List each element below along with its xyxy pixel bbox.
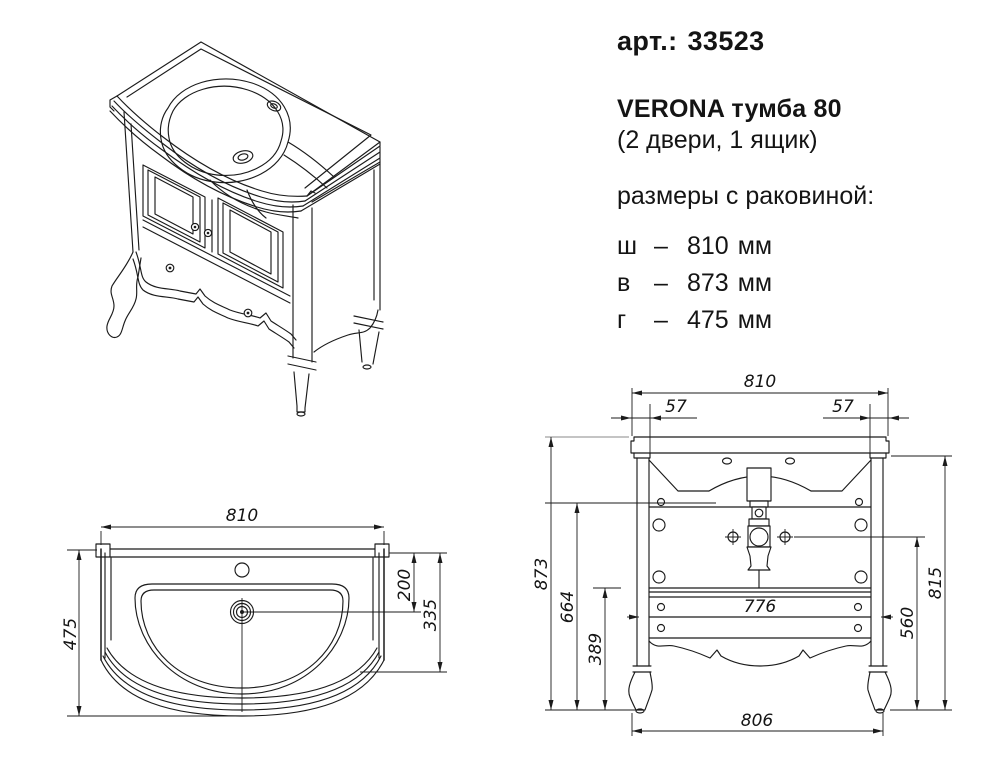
article-line: арт.: 33523 bbox=[617, 26, 987, 57]
back-right-leg bbox=[353, 315, 384, 370]
countertop bbox=[109, 41, 381, 213]
corner-ear-left bbox=[95, 543, 111, 558]
plan-view: 810 475 200 335 bbox=[61, 506, 447, 717]
sizes-heading: размеры с раковиной: bbox=[617, 182, 875, 210]
drawer-apron bbox=[132, 251, 297, 349]
corner-ear-right bbox=[374, 543, 390, 558]
dim-plan-width: 810 bbox=[226, 506, 258, 526]
dim-height-lower: 389 bbox=[586, 633, 606, 665]
faucet-hole-2 bbox=[784, 457, 796, 465]
dim-offset-right: 57 bbox=[832, 397, 854, 417]
sink-basin bbox=[159, 78, 335, 219]
dim-plan-basin: 335 bbox=[421, 599, 441, 631]
dim-height-drain: 560 bbox=[898, 607, 918, 639]
door-left bbox=[142, 164, 206, 249]
product-name: VERONA тумба 80 bbox=[617, 95, 842, 123]
faucet-hole bbox=[266, 100, 282, 112]
size-unit: мм bbox=[737, 306, 773, 334]
faucet-hole-plan bbox=[234, 562, 250, 578]
front-apron bbox=[648, 640, 872, 667]
size-value: 810 bbox=[687, 232, 729, 260]
cabinet-front bbox=[123, 111, 297, 349]
article-label: арт.: bbox=[617, 26, 678, 56]
front-carcass bbox=[636, 457, 884, 667]
size-value: 873 bbox=[687, 269, 729, 297]
dim-front-width: 810 bbox=[744, 372, 776, 392]
front-right-foot bbox=[867, 665, 892, 714]
size-value: 475 bbox=[687, 306, 729, 334]
size-row-height: в – 873 мм bbox=[617, 269, 987, 306]
front-view: 810 57 57 873 6 bbox=[532, 372, 952, 736]
front-left-leg bbox=[106, 251, 142, 339]
door-knobs bbox=[190, 222, 213, 238]
front-dimensions: 810 57 57 873 6 bbox=[532, 372, 952, 736]
plan-basin bbox=[134, 562, 421, 712]
plan-dimensions: 810 475 200 335 bbox=[61, 506, 447, 717]
siphon-assembly bbox=[725, 467, 793, 589]
dim-height-body: 815 bbox=[926, 567, 946, 599]
front-right-leg bbox=[287, 355, 317, 417]
product-info: арт.: 33523 VERONA тумба 80 (2 двери, 1 я… bbox=[617, 26, 987, 343]
size-key: в bbox=[617, 269, 631, 297]
faucet-hole-1 bbox=[721, 457, 733, 465]
cabinet-side bbox=[292, 161, 381, 363]
front-countertop bbox=[630, 436, 890, 459]
perspective-view bbox=[106, 41, 384, 417]
size-dash: – bbox=[654, 232, 668, 260]
size-dash: – bbox=[654, 306, 668, 334]
door-right bbox=[217, 197, 284, 289]
size-row-depth: г – 475 мм bbox=[617, 306, 987, 343]
size-unit: мм bbox=[737, 269, 773, 297]
dim-offset-left: 57 bbox=[665, 397, 687, 417]
size-key: ш bbox=[617, 232, 638, 260]
dim-plan-drain: 200 bbox=[395, 569, 415, 601]
dim-height-mid: 664 bbox=[558, 591, 578, 623]
dim-plan-depth: 475 bbox=[61, 618, 81, 650]
front-left-foot bbox=[628, 665, 653, 714]
dim-width-feet: 806 bbox=[741, 711, 774, 731]
plan-outline bbox=[95, 543, 390, 717]
product-config: (2 двери, 1 ящик) bbox=[617, 126, 818, 154]
size-row-width: ш – 810 мм bbox=[617, 232, 987, 269]
dim-width-inner: 776 bbox=[744, 597, 777, 617]
size-key: г bbox=[617, 306, 627, 334]
drain-hole bbox=[232, 150, 254, 164]
size-dash: – bbox=[654, 269, 668, 297]
size-unit: мм bbox=[737, 232, 773, 260]
article-number: 33523 bbox=[687, 26, 765, 56]
dim-height-overall: 873 bbox=[532, 558, 552, 590]
